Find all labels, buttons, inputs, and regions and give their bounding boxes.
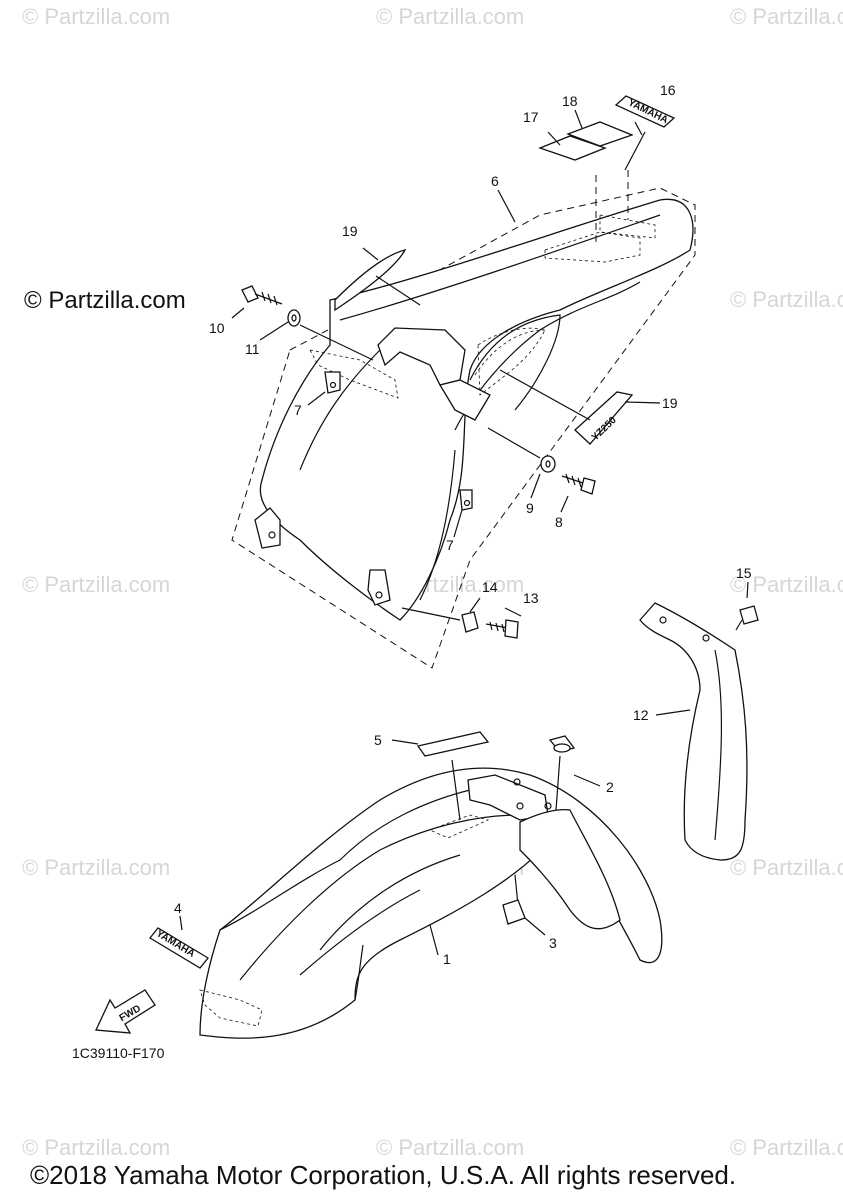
watermark: © Partzilla.com [22,855,171,880]
watermark: © Partzilla.com [730,572,843,597]
brand-label: © Partzilla.com [24,287,186,314]
watermark: © Partzilla.com [22,4,171,29]
bolt-8[interactable] [561,473,596,495]
watermark: © Partzilla.com [22,572,171,597]
decal-17[interactable] [538,135,607,161]
watermark: © Partzilla.com [22,1135,171,1160]
callout-11: 11 [245,341,260,357]
copyright-notice: ©2018 Yamaha Motor Corporation, U.S.A. A… [30,1160,737,1190]
callout-7-upper: 7 [294,402,302,418]
watermark: © Partzilla.com [730,4,843,29]
bolt-3[interactable] [502,874,526,925]
washer-9[interactable] [540,455,556,473]
diagram-code: 1C39110-F170 [72,1045,165,1061]
callout-2: 2 [606,779,614,795]
callout-8: 8 [555,514,563,530]
leader-lines [179,109,749,956]
callout-12: 12 [633,707,649,723]
watermark: © Partzilla.com [376,4,525,29]
decal-18[interactable] [566,121,634,147]
bracket-clip-lower[interactable] [459,489,473,511]
callout-15: 15 [736,565,752,581]
watermark: © Partzilla.com [730,855,843,880]
callout-17: 17 [523,109,539,125]
decal-4[interactable]: YAMAHA [149,927,209,969]
decal-16[interactable]: YAMAHA [614,95,676,128]
callout-9: 9 [526,500,534,516]
callout-13: 13 [523,590,539,606]
callout-10: 10 [209,320,225,336]
callout-6: 6 [491,173,499,189]
watermark: © Partzilla.com [730,287,843,312]
front-fender[interactable] [199,767,663,1039]
decal-5[interactable] [416,731,490,757]
clip-15[interactable] [735,605,759,631]
washer-11[interactable] [287,309,301,327]
rear-fender[interactable] [254,198,694,621]
decal-19-upper[interactable] [334,249,407,312]
decal-19-side[interactable]: YZ250 [574,391,634,445]
callout-19-side: 19 [662,395,678,411]
callout-4: 4 [174,900,182,916]
callout-19-upper: 19 [342,223,358,239]
nut-14[interactable] [461,611,479,633]
fwd-arrow-icon: FWD [95,989,156,1034]
callout-7-lower: 7 [446,537,454,553]
bolt-13[interactable] [485,619,519,639]
callout-3: 3 [549,935,557,951]
bracket-clip-upper[interactable] [324,371,341,394]
callout-5: 5 [374,732,382,748]
rear-assembly-boundary [231,187,696,669]
watermark: © Partzilla.com [730,1135,843,1160]
grommet-2[interactable] [548,735,576,753]
callout-18: 18 [562,93,578,109]
callout-14: 14 [482,579,498,595]
callout-16: 16 [660,82,676,98]
mud-flap-12[interactable] [639,602,748,861]
callout-1: 1 [443,951,451,967]
watermark: © Partzilla.com [376,1135,525,1160]
bolt-10[interactable] [241,285,283,306]
